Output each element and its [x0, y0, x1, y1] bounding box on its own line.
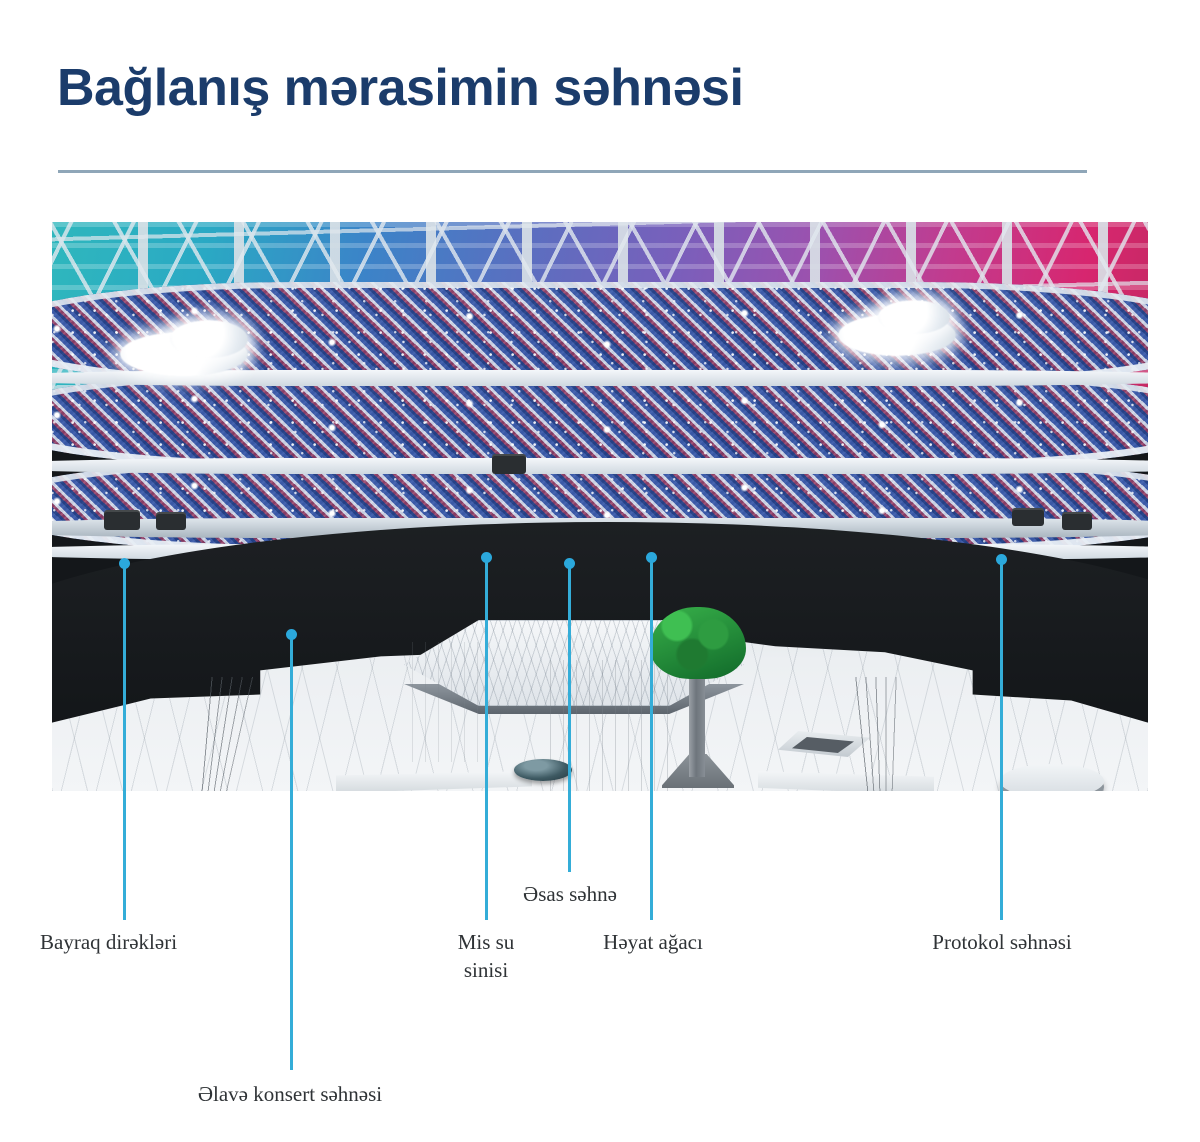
callout-dot-copper-water-tray [481, 552, 492, 563]
cloud-prop-right2 [878, 300, 950, 334]
callout-leader-flag-poles [123, 562, 126, 920]
callout-dot-tree-of-life [646, 552, 657, 563]
callout-dot-extra-concert-stage [286, 629, 297, 640]
tunnel-opening [492, 454, 526, 474]
callout-dot-protocol-stage [996, 554, 1007, 565]
callout-label-main-stage: Əsas səhnə [523, 882, 617, 906]
tunnel-opening [1062, 512, 1092, 530]
tree-of-life-canopy [650, 607, 746, 679]
floor-ramp-left [336, 771, 532, 791]
tunnel-opening [104, 510, 140, 530]
callout-leader-extra-concert-stage [290, 633, 293, 1070]
callout-dot-main-stage [564, 558, 575, 569]
tier-rail-lower [52, 370, 1148, 386]
callout-label-copper-water-tray: Mis su sinisi [457, 930, 515, 982]
page-title: Bağlanış mərasimin səhnəsi [57, 59, 744, 117]
title-divider [58, 170, 1087, 173]
callout-dot-flag-poles [119, 558, 130, 569]
tunnel-opening [156, 512, 186, 530]
tier-rail-middle [52, 458, 1148, 474]
flag-poles-left [196, 677, 270, 791]
protocol-stage-platform [1000, 764, 1104, 791]
callout-label-tree-of-life: Həyat ağacı [603, 930, 703, 954]
callout-label-protocol-stage: Protokol səhnəsi [932, 930, 1072, 954]
tunnel-opening [1012, 508, 1044, 526]
side-platform-right-inset [792, 737, 854, 753]
rigging-wires [412, 642, 482, 762]
crowd-sparkle-lights [52, 372, 1148, 468]
tree-of-life-trunk [689, 667, 705, 777]
callout-leader-copper-water-tray [485, 556, 488, 920]
callout-leader-protocol-stage [1000, 558, 1003, 920]
callout-label-extra-concert-stage: Əlavə konsert səhnəsi [197, 1082, 383, 1106]
callout-label-flag-poles: Bayraq dirəkləri [40, 930, 178, 954]
callout-leader-main-stage [568, 562, 571, 872]
callout-leader-tree-of-life [650, 556, 653, 920]
cloud-prop-left2 [170, 320, 248, 358]
copper-water-tray [514, 759, 572, 781]
ceremony-stage-render [52, 222, 1148, 791]
crowd-tier-middle [52, 372, 1148, 468]
